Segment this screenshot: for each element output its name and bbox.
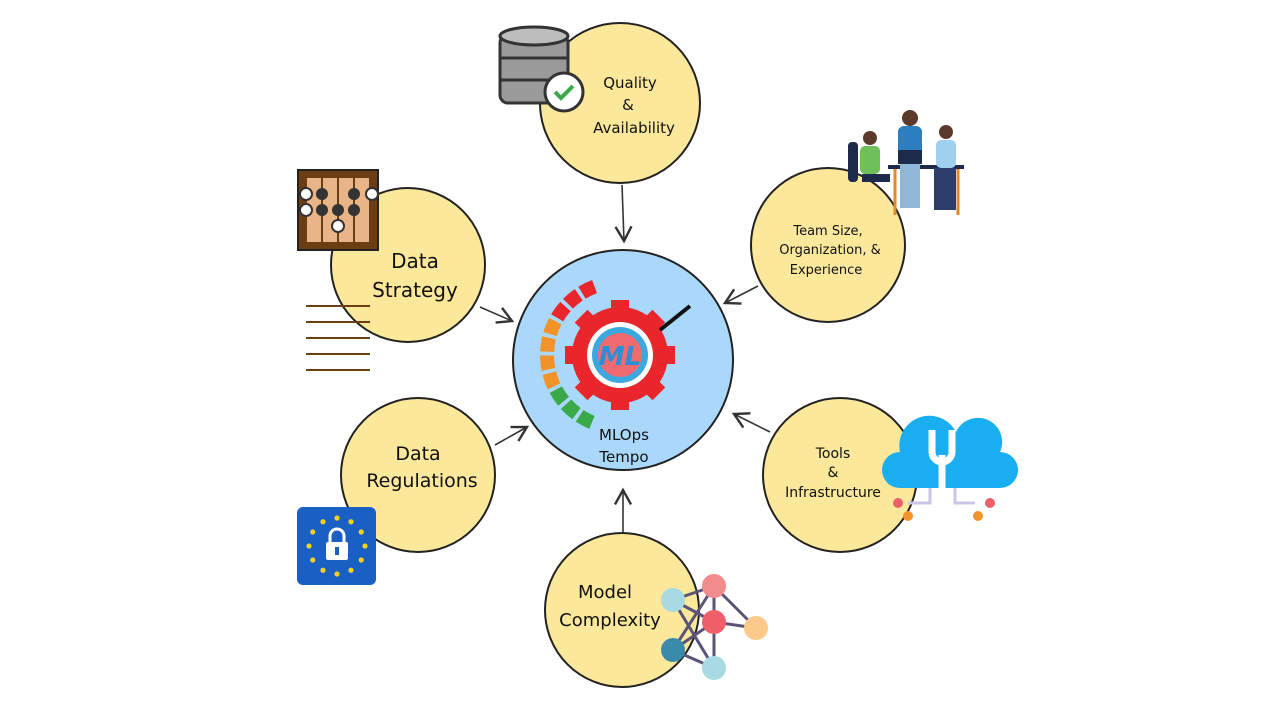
arrow-strategy <box>479 306 515 324</box>
star-icon <box>306 543 312 549</box>
node-label: Organization, & <box>779 243 881 258</box>
arrow-team <box>722 285 759 305</box>
arrow-tools <box>731 412 771 433</box>
gear-tooth <box>574 309 599 334</box>
gauge-segment <box>540 336 556 353</box>
team-working-icon <box>848 110 964 215</box>
node-label: Team Size, <box>792 224 862 239</box>
gauge-segment <box>563 288 583 309</box>
node-label: & <box>828 465 839 481</box>
node-data-strategy: Data Strategy <box>297 169 486 371</box>
speedometer-gauge-icon <box>540 280 597 429</box>
gauge-needle <box>658 304 692 332</box>
star-icon <box>348 567 354 573</box>
arrow-quality <box>614 184 633 244</box>
node-label: Tools <box>815 446 851 462</box>
board-game-icon <box>297 169 379 371</box>
node-label: Complexity <box>559 610 661 631</box>
star-icon <box>320 519 326 525</box>
gauge-segment <box>542 371 561 390</box>
gear-tooth <box>574 376 599 401</box>
eu-lock-icon <box>297 507 376 585</box>
neural-network-icon <box>661 574 768 680</box>
gear-tooth <box>641 309 666 334</box>
star-icon <box>334 515 340 521</box>
ml-logo: ML <box>599 342 641 372</box>
node-label: & <box>622 96 634 114</box>
node-label: Model <box>578 582 632 603</box>
gauge-segment <box>540 355 556 371</box>
gauge-segment <box>575 409 595 429</box>
arrows <box>479 184 771 532</box>
database-check-icon <box>498 25 585 113</box>
gauge-segment <box>543 317 562 337</box>
center-title-line2: Tempo <box>598 448 648 466</box>
center-title-line1: MLOps <box>599 426 649 444</box>
node-label: Experience <box>790 263 863 278</box>
gear-tooth <box>565 346 581 364</box>
node-label: Data <box>395 443 440 465</box>
gear-tooth <box>611 300 629 316</box>
gear-tooth <box>659 346 675 364</box>
gear-icon: ML <box>565 300 675 410</box>
node-label: Quality <box>603 74 657 92</box>
node-label: Regulations <box>366 470 477 492</box>
star-icon <box>334 571 340 577</box>
star-icon <box>310 529 316 535</box>
node-model-complexity: Model Complexity <box>544 532 768 688</box>
star-icon <box>320 567 326 573</box>
cloud-wrench-icon <box>882 415 1018 521</box>
gauge-segment <box>578 280 597 299</box>
node-quality-availability: Quality & Availability <box>498 22 701 184</box>
star-icon <box>358 529 364 535</box>
center-node: ML MLOps Tempo <box>512 249 734 471</box>
node-label: Infrastructure <box>785 485 881 501</box>
gear-tooth <box>641 376 666 401</box>
arrow-regulations <box>494 425 530 446</box>
star-icon <box>362 543 368 549</box>
gauge-segment <box>549 386 569 406</box>
node-label: Data <box>391 249 439 273</box>
gear-tooth <box>611 394 629 410</box>
star-icon <box>310 557 316 563</box>
node-label: Availability <box>593 119 675 137</box>
node-label: Strategy <box>372 278 458 302</box>
node-team: Team Size, Organization, & Experience <box>750 110 964 323</box>
gauge-segment <box>560 399 581 420</box>
node-data-regulations: Data Regulations <box>297 397 496 585</box>
node-tools-infrastructure: Tools & Infrastructure <box>762 397 1018 553</box>
star-icon <box>358 557 364 563</box>
star-icon <box>348 519 354 525</box>
gauge-segment <box>551 301 571 322</box>
